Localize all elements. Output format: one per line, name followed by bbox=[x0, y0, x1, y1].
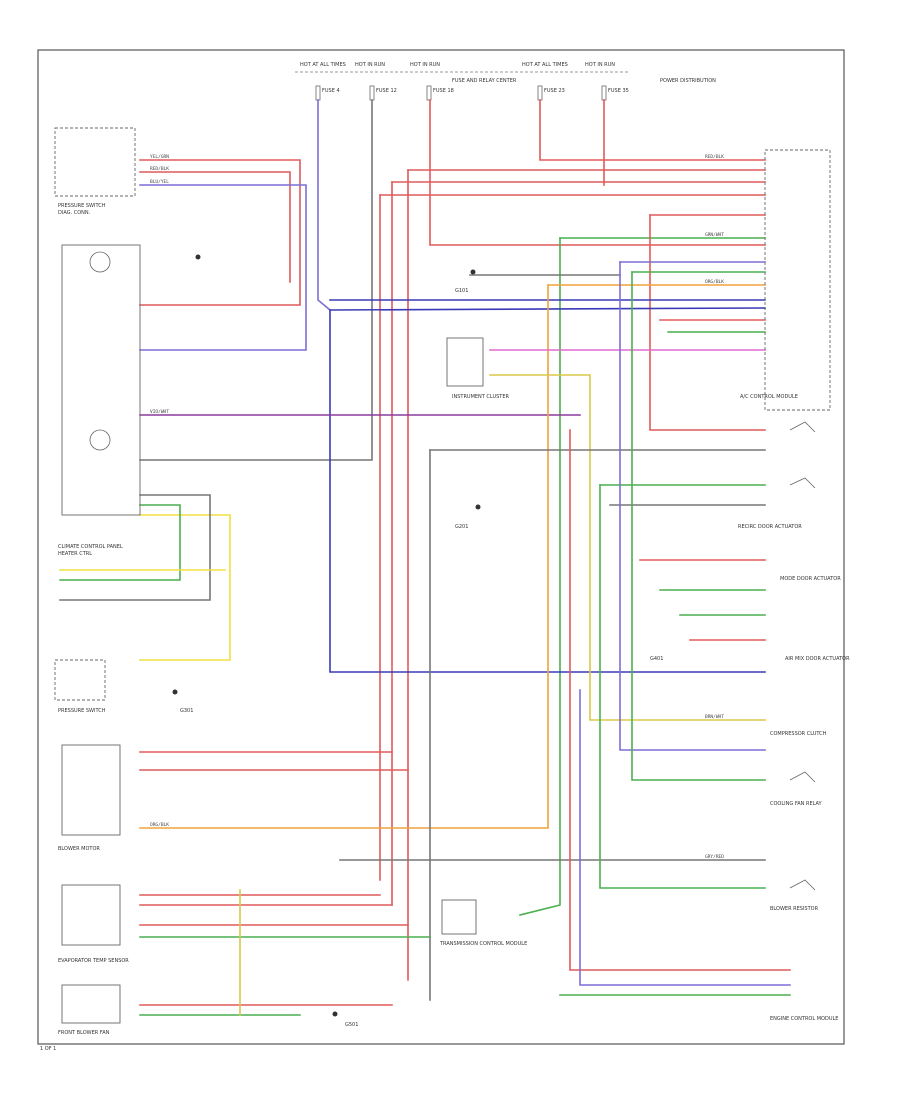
wire-color-label: RED/BLK bbox=[705, 154, 724, 160]
component-label: RECIRC DOOR ACTUATOR bbox=[738, 524, 802, 530]
wire-labels: YEL/GRN RED/BLK BLU/YEL VIO/WHT ORG/BLK … bbox=[150, 154, 724, 860]
instrument-cluster-box bbox=[446, 337, 484, 387]
wire-color-label: VIO/WHT bbox=[150, 409, 169, 415]
fuse-panel-note: FUSE AND RELAY CENTER bbox=[452, 78, 517, 84]
ground-label: G501 bbox=[345, 1022, 358, 1028]
wire-color-label: BRN/WHT bbox=[705, 714, 724, 720]
fuse-symbol bbox=[369, 85, 375, 101]
ground-dot-icon bbox=[195, 254, 201, 260]
blower-motor-box bbox=[61, 744, 121, 836]
component-label: A/C CONTROL MODULE bbox=[740, 394, 798, 400]
switch-contact-icon bbox=[789, 421, 816, 433]
component-label: INSTRUMENT CLUSTER bbox=[452, 394, 510, 400]
component-label: BLOWER MOTOR bbox=[58, 846, 100, 852]
grounds: G101 G201 G301 G401 G501 bbox=[172, 254, 663, 1028]
feed-label: HOT IN RUN bbox=[355, 62, 385, 68]
diagram-frame bbox=[37, 49, 845, 1045]
component-label: COOLING FAN RELAY bbox=[770, 801, 823, 807]
fuse-label: FUSE 18 bbox=[433, 88, 454, 94]
ground-label: G301 bbox=[180, 708, 193, 714]
component-label: FRONT BLOWER FAN bbox=[58, 1030, 110, 1036]
ground-dot-icon bbox=[332, 1011, 338, 1017]
climate-control-panel-box bbox=[61, 244, 141, 516]
component-label: CLIMATE CONTROL PANEL bbox=[58, 544, 123, 550]
wire-color-label: ORG/BLK bbox=[150, 822, 169, 828]
wire-color-label: ORG/BLK bbox=[705, 279, 724, 285]
fuse-label: FUSE 35 bbox=[608, 88, 629, 94]
component-sublabel: DIAG. CONN. bbox=[58, 210, 91, 216]
switch-contact-icon bbox=[789, 879, 816, 891]
feed-label: HOT IN RUN bbox=[410, 62, 440, 68]
fuse-panel: HOT AT ALL TIMES HOT IN RUN HOT IN RUN H… bbox=[295, 62, 716, 101]
component-label: BLOWER RESISTOR bbox=[770, 906, 819, 912]
fuse-label: FUSE 23 bbox=[544, 88, 565, 94]
ground-dot-icon bbox=[172, 689, 178, 695]
pressure-switch-2-box bbox=[54, 659, 106, 701]
component-label: AIR MIX DOOR ACTUATOR bbox=[785, 656, 850, 662]
fuse-label: FUSE 4 bbox=[322, 88, 340, 94]
feed-label: HOT AT ALL TIMES bbox=[522, 62, 568, 68]
wire-color-label: GRN/WHT bbox=[705, 232, 724, 238]
component-label: MODE DOOR ACTUATOR bbox=[780, 576, 841, 582]
fuse-label: FUSE 12 bbox=[376, 88, 397, 94]
dial-icon bbox=[89, 429, 111, 451]
wire-color-label: GRY/RED bbox=[705, 854, 724, 860]
fuse-symbol bbox=[426, 85, 432, 101]
switch-contact-icon bbox=[789, 477, 816, 489]
component-label: TRANSMISSION CONTROL MODULE bbox=[439, 941, 527, 947]
ground-label: G201 bbox=[455, 524, 468, 530]
wire-color-label: RED/BLK bbox=[150, 166, 169, 172]
component-label: PRESSURE SWITCH bbox=[58, 203, 106, 209]
dial-icon bbox=[89, 251, 111, 273]
ac-module-box bbox=[764, 149, 831, 411]
feed-label: HOT IN RUN bbox=[585, 62, 615, 68]
component-label: COMPRESSOR CLUTCH bbox=[770, 731, 827, 737]
component-sublabel: HEATER CTRL bbox=[58, 551, 92, 557]
switch-contact-icon bbox=[789, 771, 816, 783]
ground-label: G101 bbox=[455, 288, 468, 294]
fuse-symbol bbox=[537, 85, 543, 101]
fuse-panel-note: POWER DISTRIBUTION bbox=[660, 78, 716, 84]
pressure-switch-box bbox=[54, 127, 136, 197]
ground-dot-icon bbox=[470, 269, 476, 275]
page-ref: 1 OF 1 bbox=[40, 1046, 56, 1052]
front-blower-box bbox=[61, 984, 121, 1024]
ground-label: G401 bbox=[650, 656, 663, 662]
wire-harness bbox=[59, 99, 791, 1016]
tcm-box bbox=[441, 899, 477, 935]
ground-dot-icon bbox=[475, 504, 481, 510]
feed-label: HOT AT ALL TIMES bbox=[300, 62, 346, 68]
component-label: PRESSURE SWITCH bbox=[58, 708, 106, 714]
evap-sensor-box bbox=[61, 884, 121, 946]
fuse-symbol bbox=[601, 85, 607, 101]
components: PRESSURE SWITCH DIAG. CONN. CLIMATE CONT… bbox=[54, 127, 850, 1036]
wire-color-label: YEL/GRN bbox=[150, 154, 169, 160]
fuse-symbol bbox=[315, 85, 321, 101]
component-label: ENGINE CONTROL MODULE bbox=[770, 1016, 838, 1022]
wire-color-label: BLU/YEL bbox=[150, 179, 169, 185]
component-label: EVAPORATOR TEMP SENSOR bbox=[58, 958, 129, 964]
